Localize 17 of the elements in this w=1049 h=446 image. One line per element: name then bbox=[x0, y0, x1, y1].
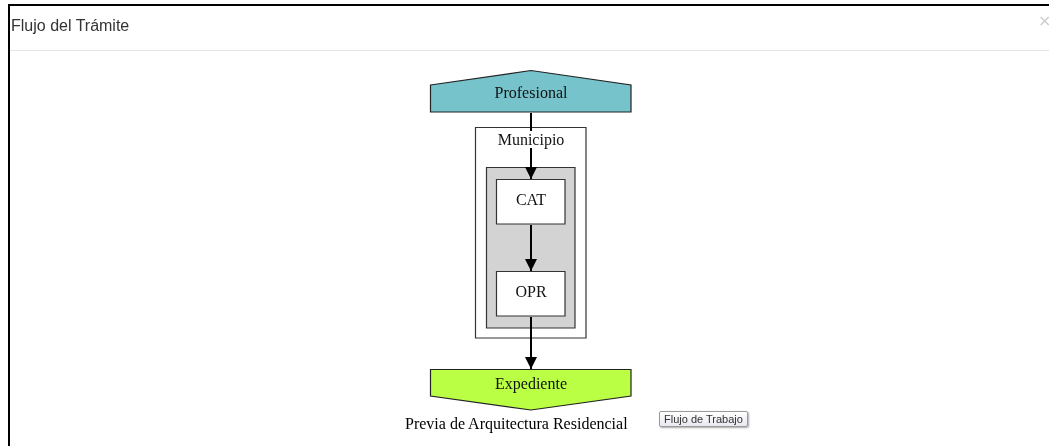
tooltip: Flujo de Trabajo bbox=[659, 411, 748, 427]
process-box bbox=[496, 271, 566, 317]
arrow bbox=[525, 112, 537, 180]
output-shape bbox=[430, 369, 632, 411]
node-label: Municipio bbox=[496, 131, 566, 148]
dialog-title: Flujo del Trámite bbox=[11, 17, 130, 35]
actor-shape bbox=[430, 70, 632, 113]
cluster-box bbox=[475, 127, 587, 339]
node-label: OPR bbox=[514, 283, 548, 300]
node-label: Expediente bbox=[494, 375, 568, 392]
node-label: Profesional bbox=[493, 84, 569, 101]
arrow bbox=[525, 224, 537, 272]
node-label: CAT bbox=[514, 191, 548, 208]
arrow bbox=[525, 316, 537, 370]
close-icon: × bbox=[1038, 13, 1049, 29]
process-box bbox=[496, 179, 566, 225]
cluster-box bbox=[486, 167, 576, 329]
